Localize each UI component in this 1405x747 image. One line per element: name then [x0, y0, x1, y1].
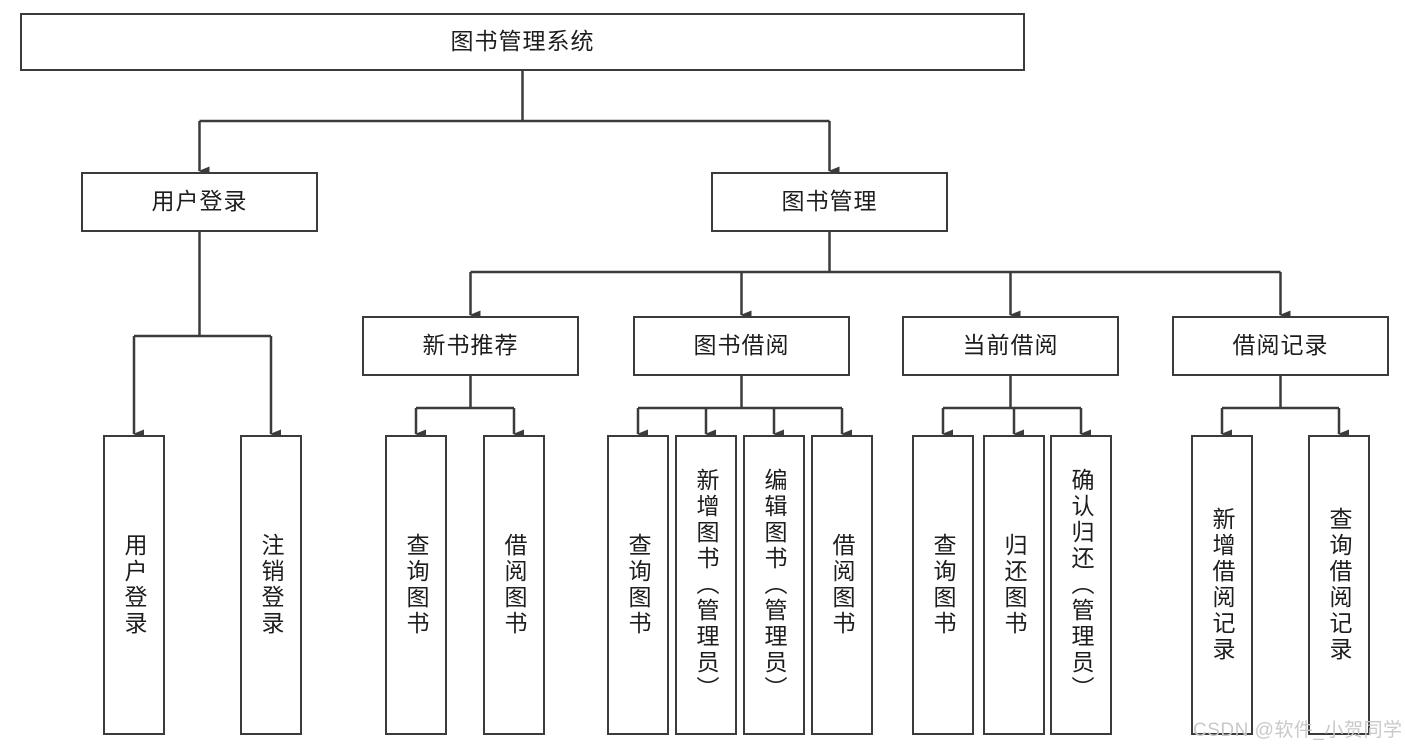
node-bookmgmt[interactable]: 图书管理	[711, 172, 948, 232]
node-leaf-8[interactable]: 借阅图书	[811, 435, 873, 735]
node-login[interactable]: 用户登录	[81, 172, 318, 232]
node-label: 新增图书（管理员）	[693, 468, 720, 702]
node-label: 查询图书	[930, 533, 957, 637]
node-borrow[interactable]: 图书借阅	[633, 316, 850, 376]
node-label: 借阅图书	[829, 533, 856, 637]
node-label: 借阅图书	[501, 533, 528, 637]
node-current[interactable]: 当前借阅	[902, 316, 1119, 376]
node-label: 图书管理系统	[450, 28, 595, 55]
node-label: 查询图书	[625, 533, 652, 637]
node-label: 归还图书	[1001, 533, 1028, 637]
node-label: 借阅记录	[1232, 332, 1329, 359]
node-label: 图书管理	[781, 188, 878, 215]
node-label: 用户登录	[121, 533, 148, 637]
node-label: 查询图书	[403, 533, 430, 637]
node-leaf-7[interactable]: 编辑图书（管理员）	[743, 435, 805, 735]
node-label: 编辑图书（管理员）	[761, 468, 788, 702]
node-label: 用户登录	[151, 188, 248, 215]
node-leaf-3[interactable]: 查询图书	[385, 435, 447, 735]
node-newbook[interactable]: 新书推荐	[362, 316, 579, 376]
node-leaf-5[interactable]: 查询图书	[607, 435, 669, 735]
node-label: 注销登录	[258, 533, 285, 637]
node-root[interactable]: 图书管理系统	[20, 13, 1025, 71]
node-label: 确认归还（管理员）	[1068, 468, 1095, 702]
node-leaf-12[interactable]: 新增借阅记录	[1191, 435, 1253, 735]
edge-group	[132, 71, 1349, 439]
node-leaf-2[interactable]: 注销登录	[240, 435, 302, 735]
node-label: 查询借阅记录	[1326, 507, 1353, 663]
node-leaf-9[interactable]: 查询图书	[912, 435, 974, 735]
node-leaf-4[interactable]: 借阅图书	[483, 435, 545, 735]
node-leaf-11[interactable]: 确认归还（管理员）	[1050, 435, 1112, 735]
node-leaf-1[interactable]: 用户登录	[103, 435, 165, 735]
node-label: 当前借阅	[962, 332, 1059, 359]
node-label: 新增借阅记录	[1209, 507, 1236, 663]
node-label: 新书推荐	[422, 332, 519, 359]
node-leaf-6[interactable]: 新增图书（管理员）	[675, 435, 737, 735]
node-records[interactable]: 借阅记录	[1172, 316, 1389, 376]
node-leaf-10[interactable]: 归还图书	[983, 435, 1045, 735]
node-leaf-13[interactable]: 查询借阅记录	[1308, 435, 1370, 735]
node-label: 图书借阅	[693, 332, 790, 359]
